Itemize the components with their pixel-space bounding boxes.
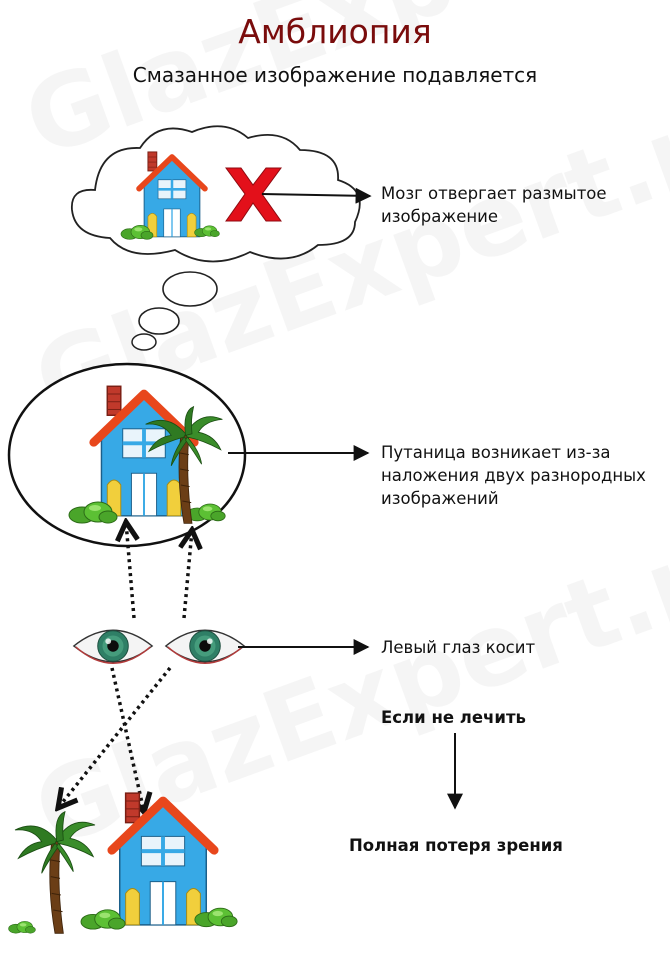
house-icon (112, 793, 214, 925)
dotted-line-right-eye-down (58, 666, 172, 808)
label-brain-rejects-line2: изображение (381, 207, 499, 226)
reject-cross-icon (225, 167, 282, 222)
bush-icon (8, 921, 36, 934)
dotted-line-left-eye-up (126, 522, 134, 619)
arrow-brain-rejects (261, 187, 372, 204)
page-title: Амблиопия (238, 12, 432, 51)
label-confusion-line3: изображений (381, 489, 499, 508)
label-confusion: Путаница возникает из-за наложения двух … (381, 441, 646, 510)
dotted-line-left-eye-down (110, 667, 144, 812)
eye-icon (165, 629, 245, 664)
thought-cloud-icon (71, 125, 361, 351)
label-left-eye: Левый глаз косит (381, 638, 536, 657)
dotted-line-right-eye-up (184, 530, 192, 619)
page-subtitle: Смазанное изображение подавляется (132, 63, 538, 87)
bush-icon (80, 909, 126, 930)
label-confusion-line1: Путаница возникает из-за (381, 443, 611, 462)
palm-tree-icon (14, 811, 96, 934)
label-brain-rejects-line1: Мозг отвергает размытое (381, 184, 607, 203)
label-brain-rejects: Мозг отвергает размытое изображение (381, 182, 607, 228)
label-total-vision-loss: Полная потеря зрения (349, 836, 563, 855)
eye-icon (73, 629, 153, 664)
label-if-untreated: Если не лечить (381, 708, 526, 727)
label-confusion-line2: наложения двух разнородных (381, 466, 646, 485)
